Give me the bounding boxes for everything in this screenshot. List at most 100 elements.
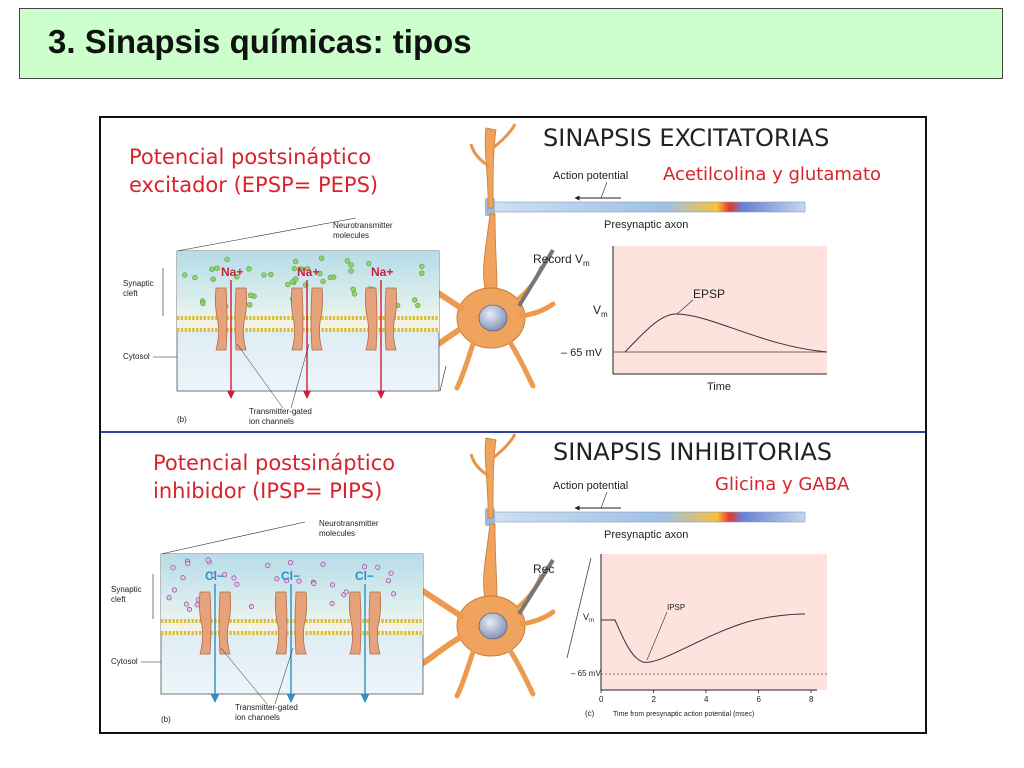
inhibitory-neuron xyxy=(406,433,556,699)
neurotransmitter-dot xyxy=(343,589,349,595)
inhibitory-ion-channels: Cl−Cl−Cl− xyxy=(198,569,382,703)
neurotransmitter-dot xyxy=(388,570,394,576)
channel-subunit-right xyxy=(310,287,324,351)
neurotransmitter-dot xyxy=(210,276,216,282)
excitatory-transmitters: Acetilcolina y glutamato xyxy=(663,164,881,185)
excitatory-neurotransmitter-label-1: Neurotransmitter xyxy=(333,221,393,230)
neurotransmitter-dot xyxy=(166,595,172,601)
inhibitory-record-label: Rec xyxy=(533,562,554,576)
ipsp-tick-label: 0 xyxy=(599,695,604,704)
inhibitory-cytosol-label: Cytosol xyxy=(111,657,138,666)
neurotransmitter-dot xyxy=(284,578,290,584)
excitatory-ion-channels: Na+Na+Na+ xyxy=(214,265,398,399)
inhibitory-channels-label-2: ion channels xyxy=(235,713,280,722)
ion-label: Cl− xyxy=(281,569,300,583)
neurotransmitter-dot xyxy=(194,602,200,608)
ipsp-baseline: – 65 mV xyxy=(571,669,601,678)
ipsp-panel-label: (c) xyxy=(585,709,595,718)
excitatory-channels-label-2: ion channels xyxy=(249,417,294,426)
neurotransmitter-dot xyxy=(205,557,211,563)
neurotransmitter-dot xyxy=(366,260,372,267)
ipsp-curve xyxy=(601,613,806,663)
neurotransmitter-dot xyxy=(291,265,298,272)
ipsp-xlabel: Time from presynaptic action potential (… xyxy=(613,711,754,718)
excitatory-synaptic-label-2: cleft xyxy=(123,289,138,298)
excitatory-potential-line2: excitador (EPSP= PEPS) xyxy=(129,173,378,197)
channel-subunit-left xyxy=(214,287,228,351)
inhibitory-channels-leader-1 xyxy=(220,647,268,705)
neurotransmitter-dot xyxy=(285,281,291,288)
inhibitory-panel-label: (b) xyxy=(161,715,171,724)
epsp-curve-label: EPSP xyxy=(693,287,725,301)
neurotransmitter-dot xyxy=(183,601,189,607)
excitatory-channels-leader-2 xyxy=(290,343,310,409)
neurotransmitter-dot xyxy=(330,582,336,588)
excitatory-record-label: Record Vm xyxy=(533,252,590,268)
excitatory-channels-label-1: Transmitter-gated xyxy=(249,407,312,416)
inhibitory-electrode xyxy=(517,558,555,616)
epsp-xlabel: Time xyxy=(707,381,731,393)
excitatory-cytosol-label: Cytosol xyxy=(123,352,150,361)
neurotransmitter-dot xyxy=(231,575,237,581)
ipsp-ylabel: Vm xyxy=(583,612,594,624)
neurotransmitter-dot xyxy=(247,292,254,299)
ipsp-tick-label: 8 xyxy=(809,695,814,704)
neurotransmitter-dot xyxy=(171,587,177,593)
channel-subunit-right xyxy=(294,591,308,655)
inhibitory-axon xyxy=(490,511,806,523)
ion-label: Cl− xyxy=(355,569,374,583)
neurotransmitter-dot xyxy=(200,300,206,307)
channel-subunit-right xyxy=(384,287,398,351)
neurotransmitter-dot xyxy=(248,603,254,609)
channel-subunit-left xyxy=(348,591,362,655)
neurotransmitter-dot xyxy=(247,302,253,308)
synapse-figure: SINAPSIS EXCITATORIAS Potencial postsiná… xyxy=(99,116,927,734)
ipsp-tick-label: 4 xyxy=(704,695,709,704)
ipsp-tick-label: 2 xyxy=(652,695,657,704)
title-box: 3. Sinapsis químicas: tipos xyxy=(19,8,1003,79)
excitatory-presynaptic-axon: Presynaptic axon xyxy=(604,219,688,231)
neurotransmitter-dot xyxy=(170,565,176,571)
neurotransmitter-dot xyxy=(186,606,192,612)
neurotransmitter-dot xyxy=(351,291,358,297)
neurotransmitter-dot xyxy=(304,266,311,272)
inhibitory-channels-leader-2 xyxy=(274,647,294,705)
excitatory-membrane-panel: Na+Na+Na+ xyxy=(176,217,447,399)
excitatory-channels-leader-1 xyxy=(236,343,284,409)
slide-title: 3. Sinapsis químicas: tipos xyxy=(48,23,472,60)
channel-subunit-left xyxy=(198,591,212,655)
neurotransmitter-dot xyxy=(192,274,198,281)
channel-subunit-right xyxy=(368,591,382,655)
neurotransmitter-dot xyxy=(261,272,267,278)
inhibitory-heading: SINAPSIS INHIBITORIAS xyxy=(553,438,832,466)
synapse-diagram: SINAPSIS EXCITATORIAS Potencial postsiná… xyxy=(101,123,925,724)
ion-label: Na+ xyxy=(297,265,319,279)
inhibitory-potential-line1: Potencial postsináptico xyxy=(153,451,395,475)
epsp-curve xyxy=(624,313,828,353)
neurotransmitter-dot xyxy=(329,600,335,606)
epsp-ylabel: Vm xyxy=(593,303,608,319)
neurotransmitter-dot xyxy=(211,572,217,578)
neurotransmitter-dot xyxy=(331,274,337,280)
inhibitory-synaptic-label-1: Synaptic xyxy=(111,585,142,594)
inhibitory-panel: SINAPSIS INHIBITORIAS Potencial postsiná… xyxy=(111,433,850,724)
excitatory-electrode xyxy=(517,248,555,308)
neurotransmitter-dot xyxy=(265,562,271,568)
ipsp-curve-label: IPSP xyxy=(667,603,685,612)
neurotransmitter-dot xyxy=(296,578,302,584)
channel-subunit-right xyxy=(234,287,248,351)
neurotransmitter-dot xyxy=(375,564,381,570)
neurotransmitter-dot xyxy=(412,297,418,303)
neurotransmitter-dot xyxy=(288,560,294,566)
neurotransmitter-dot xyxy=(419,263,425,270)
neurotransmitter-dot xyxy=(350,286,356,293)
inhibitory-membrane-panel: Cl−Cl−Cl− xyxy=(160,521,424,703)
excitatory-action-potential: Action potential xyxy=(553,170,628,182)
neurotransmitter-dot xyxy=(274,576,280,582)
inhibitory-potential-line2: inhibidor (IPSP= PIPS) xyxy=(153,479,382,503)
channel-subunit-left xyxy=(274,591,288,655)
neurotransmitter-dot xyxy=(415,302,421,309)
excitatory-ap-leader xyxy=(600,181,608,199)
